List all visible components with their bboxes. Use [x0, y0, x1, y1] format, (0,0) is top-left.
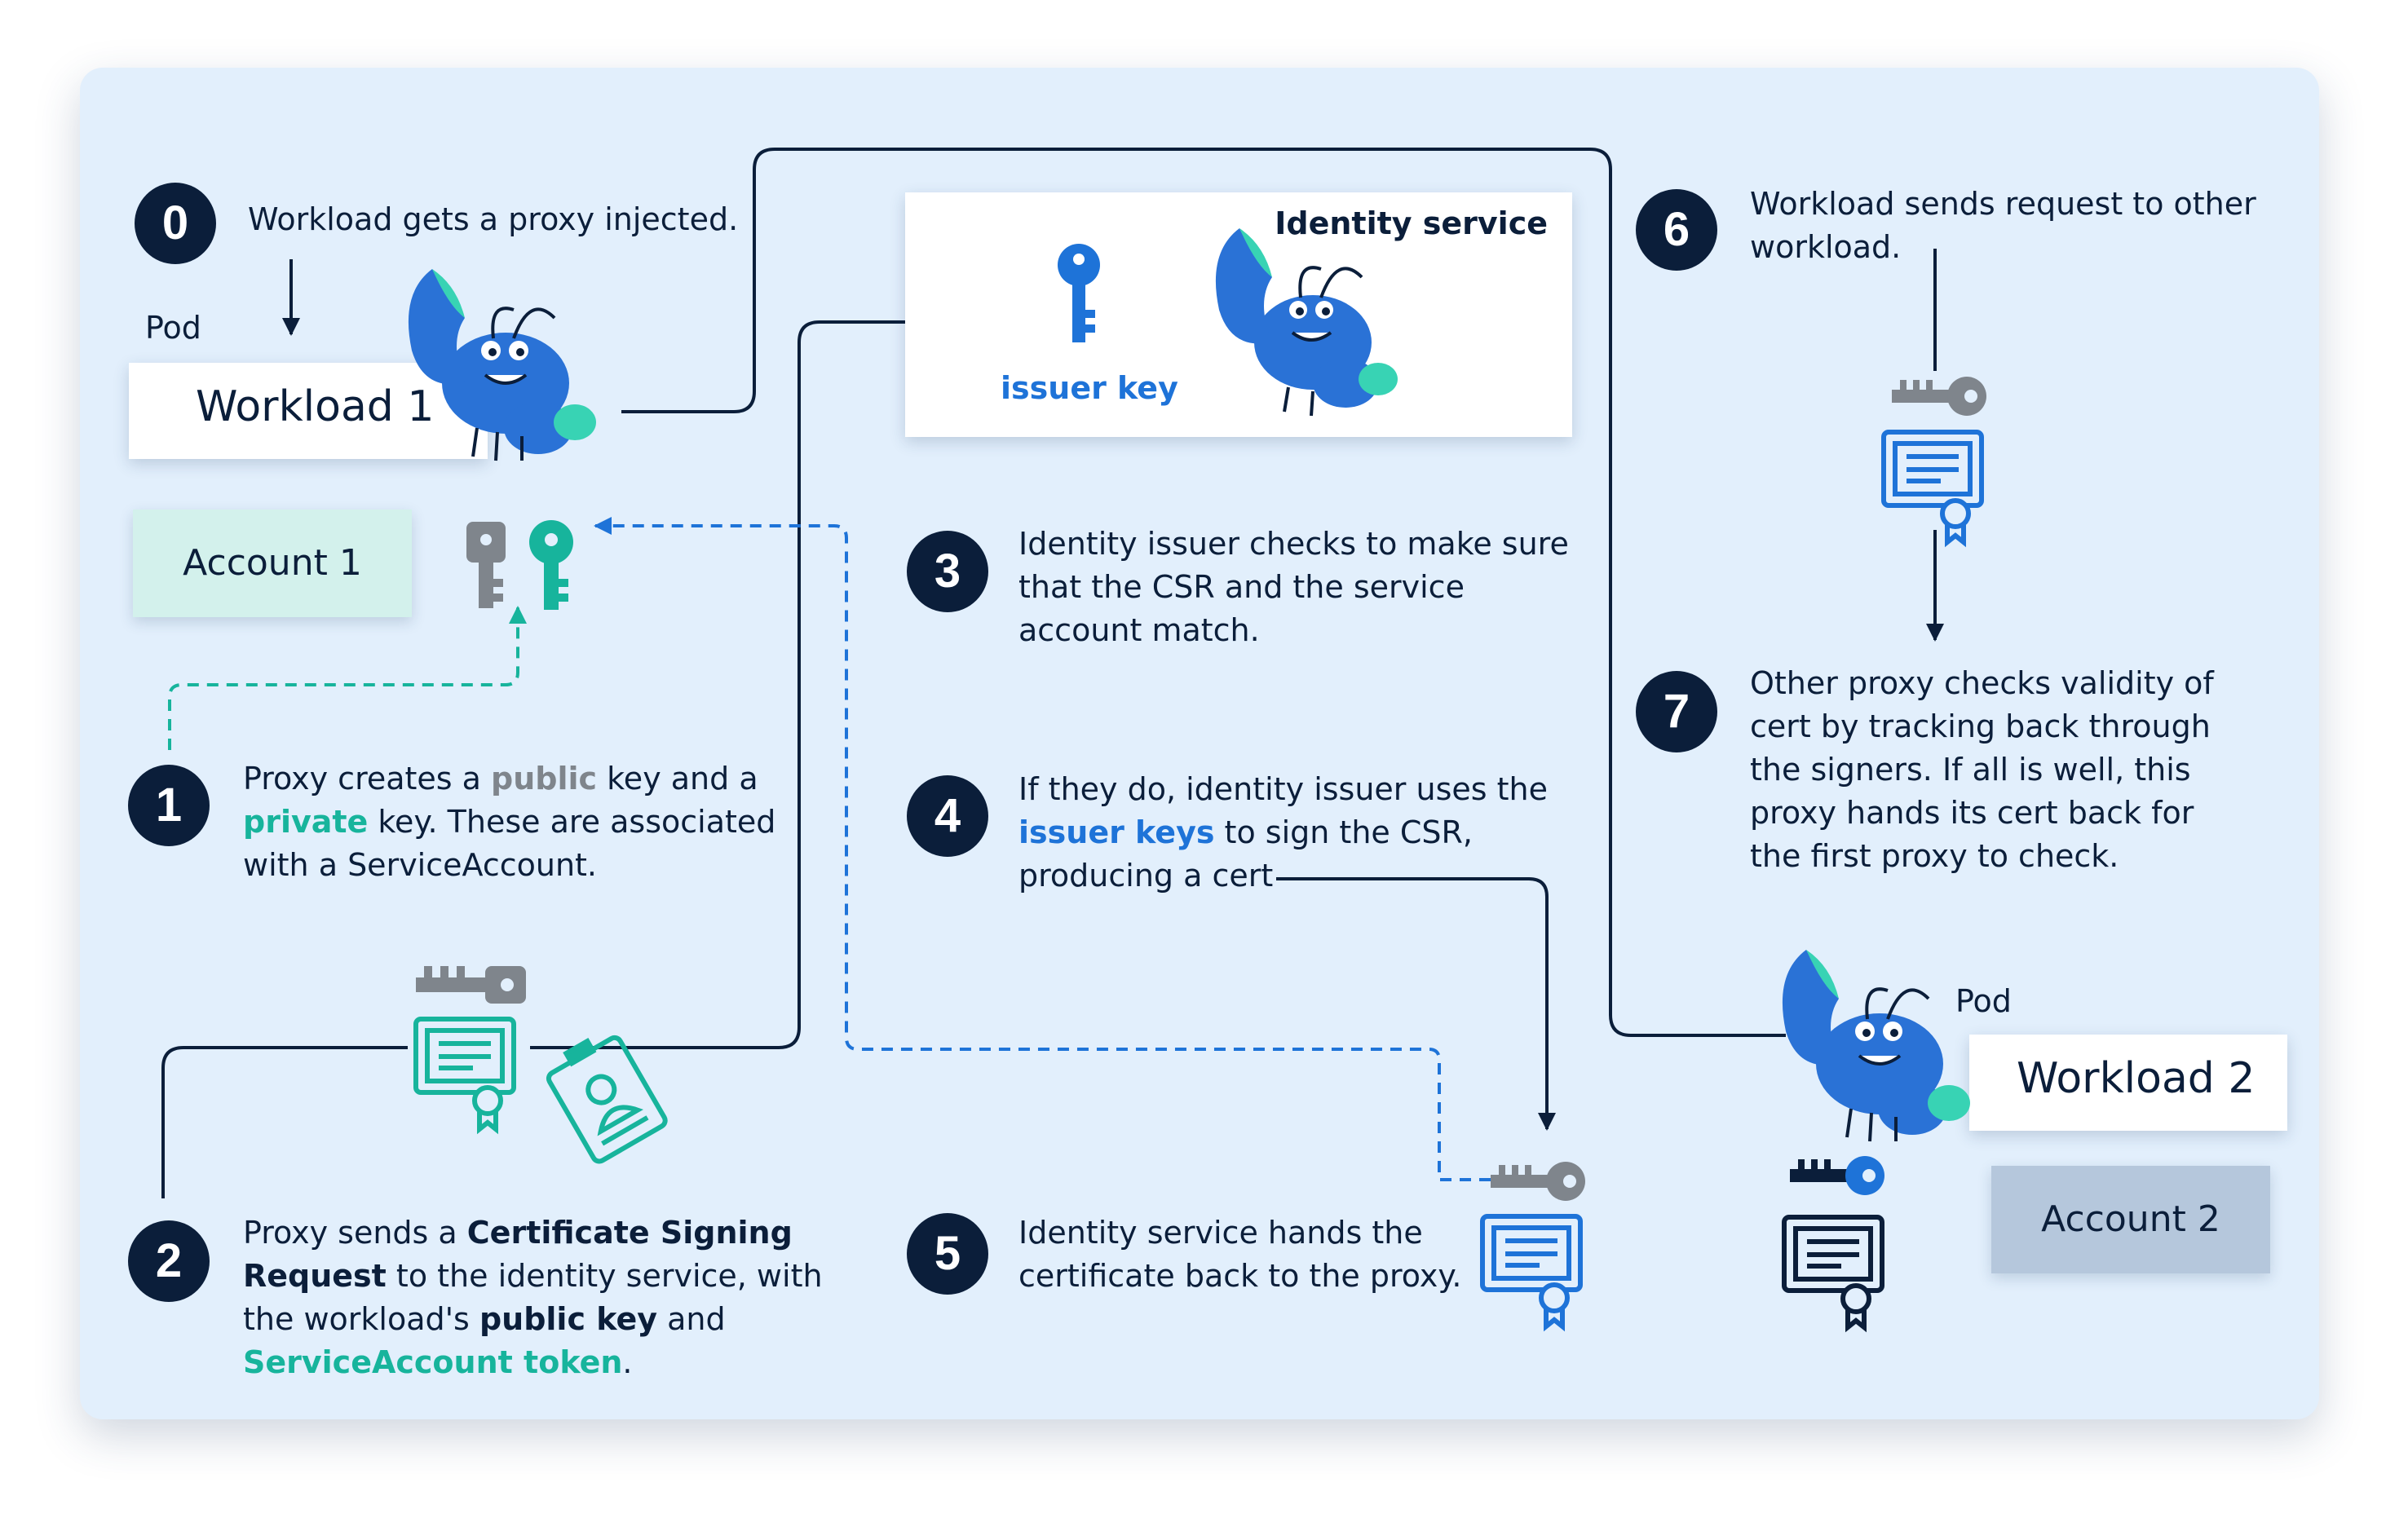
certificate-icon-step5: [1480, 1214, 1583, 1332]
step-2-badge: 2: [128, 1220, 210, 1302]
step-6-badge: 6: [1636, 189, 1717, 271]
step-7-text: Other proxy checks validity of cert by t…: [1750, 665, 2214, 874]
step-4-text: If they do, identity issuer uses the iss…: [1018, 771, 1549, 894]
pod1-label: Pod: [145, 310, 201, 346]
workload1-title: Workload 1: [196, 382, 435, 431]
lobster-mascot-icon: [408, 269, 596, 461]
connector-csr-to-identity: [161, 1046, 408, 1198]
public-key-icon-step2: [416, 966, 526, 1004]
step-0-text: Workload gets a proxy injected.: [248, 201, 739, 237]
identity-service-title: Identity service: [1275, 205, 1548, 241]
public-key-icon: [466, 522, 506, 608]
connector-cert-to-proxy: [1276, 877, 1556, 1131]
step-3-text: Identity issuer checks to make sure that…: [1018, 526, 1569, 648]
key-icon-step6: [1892, 377, 1986, 416]
account1-label: Account 1: [183, 542, 362, 584]
connector-cert-back-dashed: [594, 517, 1491, 1181]
step-3-badge: 3: [907, 531, 988, 612]
issuer-key-icon: [1058, 244, 1100, 342]
pod2-label: Pod: [1955, 983, 2012, 1019]
step-1-badge: 1: [128, 765, 210, 846]
account1-box: Account 1: [133, 510, 412, 617]
step-4-badge: 4: [907, 775, 988, 857]
lobster-mascot-icon-identity: [1215, 228, 1398, 417]
workload1-box: Workload 1: [129, 363, 488, 459]
certificate-icon-step2: [413, 1017, 516, 1135]
key-icon-step5: [1491, 1162, 1585, 1201]
step-7-badge: 7: [1636, 671, 1717, 752]
step-6-text: Workload sends request to other workload…: [1750, 186, 2256, 265]
step-5-badge: 5: [907, 1213, 988, 1295]
account2-box: Account 2: [1991, 1166, 2270, 1273]
connector-workload1-to-workload2: [621, 148, 1786, 1037]
issuer-key-label: issuer key: [1001, 370, 1178, 406]
lobster-mascot-icon-2: [1782, 950, 1970, 1142]
connector-csr-to-identity-2: [530, 313, 948, 1049]
public-key-label: public: [491, 761, 598, 796]
workload2-title: Workload 2: [2017, 1054, 2256, 1103]
certificate-icon-step6: [1881, 430, 1984, 548]
id-badge-icon: [546, 1035, 668, 1164]
issuer-keys-label: issuer keys: [1018, 814, 1215, 850]
workload2-box: Workload 2: [1969, 1035, 2287, 1131]
step-1-text: Proxy creates a public key and a private…: [243, 761, 776, 883]
step-5-text: Identity service hands the certificate b…: [1018, 1215, 1462, 1294]
key-icon-workload2: [1790, 1156, 1884, 1195]
private-key-label: private: [243, 804, 369, 840]
account2-label: Account 2: [2041, 1198, 2220, 1240]
connector-keys-dashed: [168, 606, 527, 750]
step-2-text: Proxy sends a Certificate Signing Reques…: [243, 1215, 823, 1380]
step-0-badge: 0: [135, 183, 216, 264]
certificate-icon-workload2: [1782, 1215, 1884, 1333]
private-key-icon: [529, 520, 573, 610]
